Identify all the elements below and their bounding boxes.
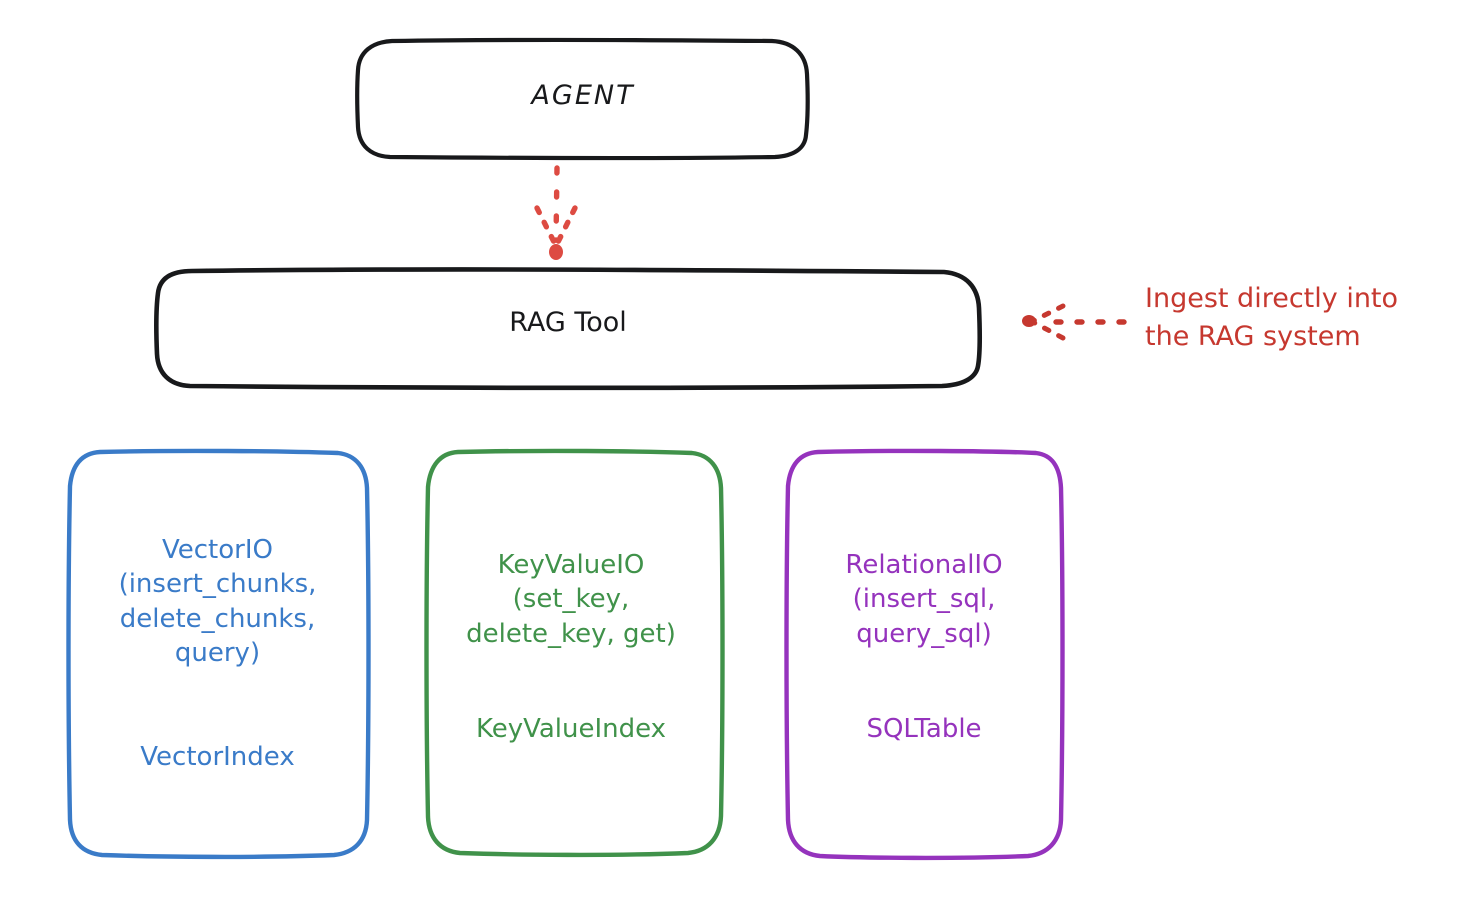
agent-to-rag-tool-connector	[534, 165, 578, 260]
vector-io-box[interactable]	[66, 448, 371, 860]
ingest-to-rag-tool-connector	[1022, 303, 1127, 341]
rag-tool-box[interactable]	[154, 267, 982, 391]
key-value-io-box[interactable]	[424, 448, 725, 858]
relational-io-box[interactable]	[784, 448, 1065, 861]
agent-box[interactable]	[355, 37, 810, 161]
